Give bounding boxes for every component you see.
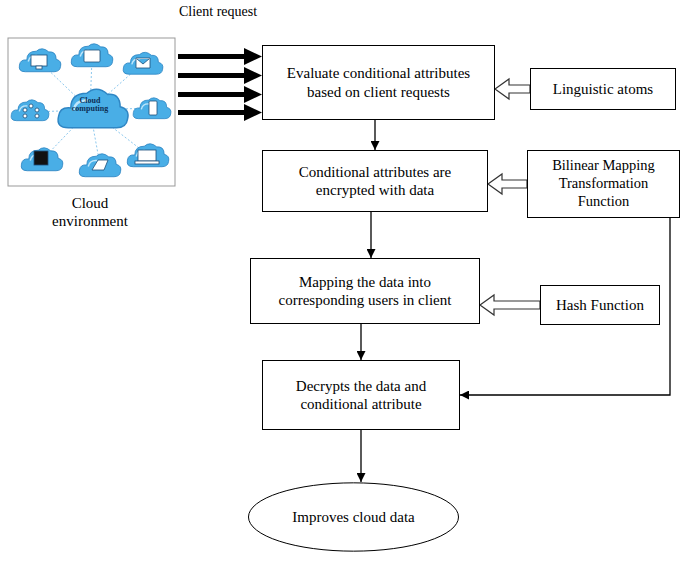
node-text: Linguistic atoms — [553, 80, 653, 98]
flow-arrow — [360, 324, 361, 360]
process-box: Mapping the data into corresponding user… — [250, 258, 480, 324]
node-text: Conditional attributes are encrypted wit… — [269, 163, 481, 200]
node-text: Mapping the data into corresponding user… — [257, 273, 473, 310]
process-box: Decrypts the data and conditional attrib… — [262, 360, 460, 430]
input-box: Linguistic atoms — [530, 68, 676, 110]
node-text: Improves cloud data — [292, 508, 414, 526]
input-box: Bilinear Mapping Transformation Function — [527, 150, 680, 218]
flow-arrow — [360, 430, 361, 482]
flow-arrow — [370, 212, 371, 258]
icon-text: Cloud computing — [68, 97, 112, 114]
flow-arrow — [460, 218, 670, 395]
node-text: Bilinear Mapping Transformation Function — [534, 157, 673, 210]
node-text: Decrypts the data and conditional attrib… — [269, 377, 453, 414]
process-box: Conditional attributes are encrypted wit… — [262, 150, 488, 212]
flow-arrow — [374, 120, 375, 150]
result-ellipse: Improves cloud data — [247, 482, 460, 552]
input-box: Hash Function — [540, 285, 660, 325]
process-box: Evaluate conditional attributes based on… — [262, 45, 495, 120]
node-text: Hash Function — [556, 296, 644, 314]
flow-label: Client request — [178, 4, 258, 21]
block-arrow — [488, 174, 527, 194]
block-arrow — [480, 295, 540, 315]
node-text: Evaluate conditional attributes based on… — [269, 64, 488, 101]
caption-label: Cloud environment — [35, 194, 145, 230]
block-arrow — [495, 79, 530, 99]
